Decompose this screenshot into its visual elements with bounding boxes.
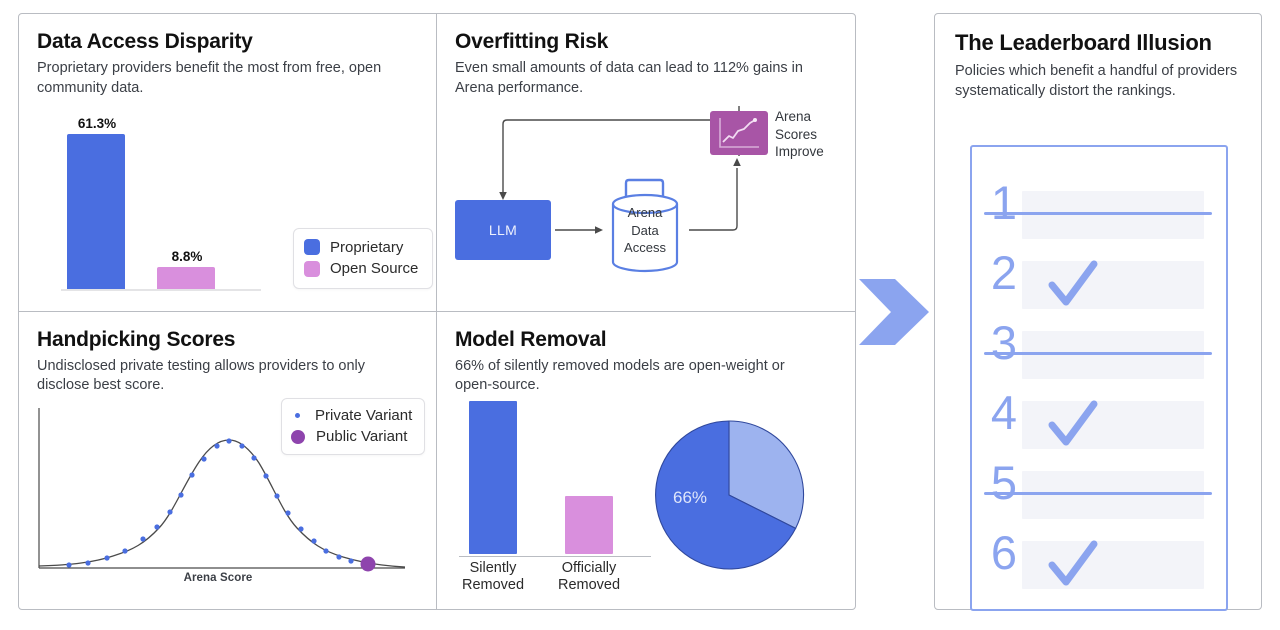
small-dot-icon bbox=[295, 412, 300, 418]
row-bar bbox=[1022, 331, 1204, 379]
bar-label-text: Silently Removed bbox=[461, 559, 525, 593]
checkmark-icon bbox=[1044, 395, 1104, 455]
panel-subtitle: Proprietary providers benefit the most f… bbox=[37, 60, 382, 96]
pie-value-label: 66% bbox=[673, 487, 708, 507]
pie-slice-other bbox=[728, 419, 805, 529]
db-label-line: Access bbox=[624, 240, 666, 256]
x-axis-label: Arena Score bbox=[183, 571, 253, 584]
pie-slice-open bbox=[655, 419, 797, 569]
public-variant-point bbox=[360, 556, 376, 571]
row-strikethrough bbox=[984, 492, 1212, 495]
row-bar bbox=[1022, 471, 1204, 519]
rising-line-chart-icon bbox=[719, 118, 759, 148]
leaderboard-row: 2 bbox=[972, 246, 1230, 319]
bar-proprietary: 61.3% bbox=[67, 116, 127, 289]
legend-data-access: Proprietary Open Source bbox=[293, 227, 434, 289]
bar-officially-removed bbox=[565, 495, 613, 554]
node-llm-label: LLM bbox=[488, 222, 518, 238]
row-rank: 2 bbox=[990, 246, 1018, 299]
bar-value-label: 61.3% bbox=[77, 116, 117, 131]
panel-subtitle: 66% of silently removed models are open-… bbox=[455, 357, 785, 394]
panel-leaderboard-illusion: The Leaderboard Illusion Policies which … bbox=[934, 13, 1262, 611]
legend-item: Proprietary bbox=[304, 237, 418, 259]
panel-overfitting-risk: Overfitting Risk Even small amounts of d… bbox=[437, 14, 855, 312]
panel-title: Data Access Disparity bbox=[37, 30, 253, 53]
node-db-label: Arena Data Access bbox=[604, 204, 686, 257]
leaderboard-row: 4 bbox=[972, 386, 1230, 459]
checkmark-icon bbox=[1044, 535, 1104, 595]
overfitting-flow-diagram: LLM Arena Data Access bbox=[437, 106, 855, 306]
chart-label-line: Scores bbox=[775, 126, 818, 142]
private-variant-points bbox=[66, 437, 354, 568]
panel-subtitle: Undisclosed private testing allows provi… bbox=[37, 357, 366, 394]
checkmark-icon bbox=[1044, 255, 1104, 315]
row-bar bbox=[1022, 191, 1204, 239]
panel-data-access-disparity: Data Access Disparity Proprietary provid… bbox=[19, 14, 437, 312]
chart-label-line: Improve bbox=[775, 144, 824, 160]
chevron-right-arrow-icon bbox=[857, 276, 931, 348]
leaderboard-row: 1 bbox=[972, 176, 1230, 249]
legend-item: Private Variant bbox=[290, 405, 412, 427]
legend-item: Open Source bbox=[304, 258, 418, 280]
leaderboard-row: 5 bbox=[972, 456, 1230, 529]
row-rank: 3 bbox=[990, 316, 1018, 369]
distribution-plot-svg bbox=[38, 407, 406, 571]
panel-model-removal: Model Removal 66% of silently removed mo… bbox=[437, 312, 855, 610]
leaderboard-frame: 1 2 3 4 bbox=[970, 145, 1228, 611]
handpicking-distribution-chart: Arena Score Private Variant Public Varia… bbox=[33, 397, 433, 590]
large-dot-icon bbox=[291, 430, 305, 445]
panel-subtitle: Policies which benefit a handful of prov… bbox=[955, 63, 1238, 99]
square-swatch-icon bbox=[304, 261, 320, 278]
row-strikethrough bbox=[984, 212, 1212, 215]
square-swatch-icon bbox=[304, 239, 320, 256]
node-arena-data-access: Arena Data Access bbox=[604, 178, 686, 274]
bar-label-text: Officially Removed bbox=[557, 559, 621, 593]
panel-title: Overfitting Risk bbox=[455, 30, 609, 53]
model-removal-pie-chart bbox=[655, 419, 805, 569]
chart-baseline bbox=[459, 555, 651, 557]
row-rank: 5 bbox=[990, 456, 1018, 509]
node-arena-scores-improve bbox=[710, 111, 768, 155]
panel-title: Model Removal bbox=[455, 327, 607, 351]
bar-open-source: 8.8% bbox=[157, 249, 217, 289]
node-llm: LLM bbox=[455, 200, 551, 260]
legend-handpicking: Private Variant Public Variant bbox=[281, 397, 426, 455]
evidence-grid-card: Data Access Disparity Proprietary provid… bbox=[18, 13, 856, 610]
row-rank: 1 bbox=[990, 176, 1018, 229]
node-chart-label: Arena Scores Improve bbox=[775, 108, 855, 161]
chart-label-line: Arena bbox=[775, 109, 812, 124]
panel-title: Handpicking Scores bbox=[37, 327, 236, 351]
leaderboard-row: 6 bbox=[972, 526, 1230, 599]
model-removal-charts: Silently Removed Officially Removed 66% bbox=[451, 400, 851, 600]
row-rank: 6 bbox=[990, 526, 1018, 579]
bar-silently-removed bbox=[469, 400, 517, 554]
row-rank: 4 bbox=[990, 386, 1018, 439]
bar-value-label: 8.8% bbox=[171, 249, 203, 264]
legend-label: Public Variant bbox=[316, 428, 408, 446]
data-access-bar-chart: 61.3% 8.8% Proprietary Open Source bbox=[37, 114, 436, 299]
page-title: The Leaderboard Illusion bbox=[955, 30, 1212, 55]
leaderboard-row: 3 bbox=[972, 316, 1230, 389]
legend-label: Private Variant bbox=[315, 406, 413, 424]
legend-label: Proprietary bbox=[330, 238, 404, 256]
chart-baseline bbox=[61, 289, 261, 291]
bar-label-officially-removed: Officially Removed bbox=[534, 560, 644, 595]
row-strikethrough bbox=[984, 352, 1212, 355]
bar-rect bbox=[157, 267, 215, 289]
legend-label: Open Source bbox=[330, 260, 419, 278]
db-label-line: Data bbox=[631, 222, 659, 238]
bar-label-silently-removed: Silently Removed bbox=[438, 560, 548, 595]
db-label-line: Arena bbox=[627, 205, 663, 220]
panel-handpicking-scores: Handpicking Scores Undisclosed private t… bbox=[19, 311, 437, 609]
panel-subtitle: Even small amounts of data can lead to 1… bbox=[455, 60, 803, 96]
database-cylinder-icon bbox=[611, 178, 679, 273]
bar-rect bbox=[67, 134, 125, 289]
legend-item: Public Variant bbox=[290, 426, 412, 448]
